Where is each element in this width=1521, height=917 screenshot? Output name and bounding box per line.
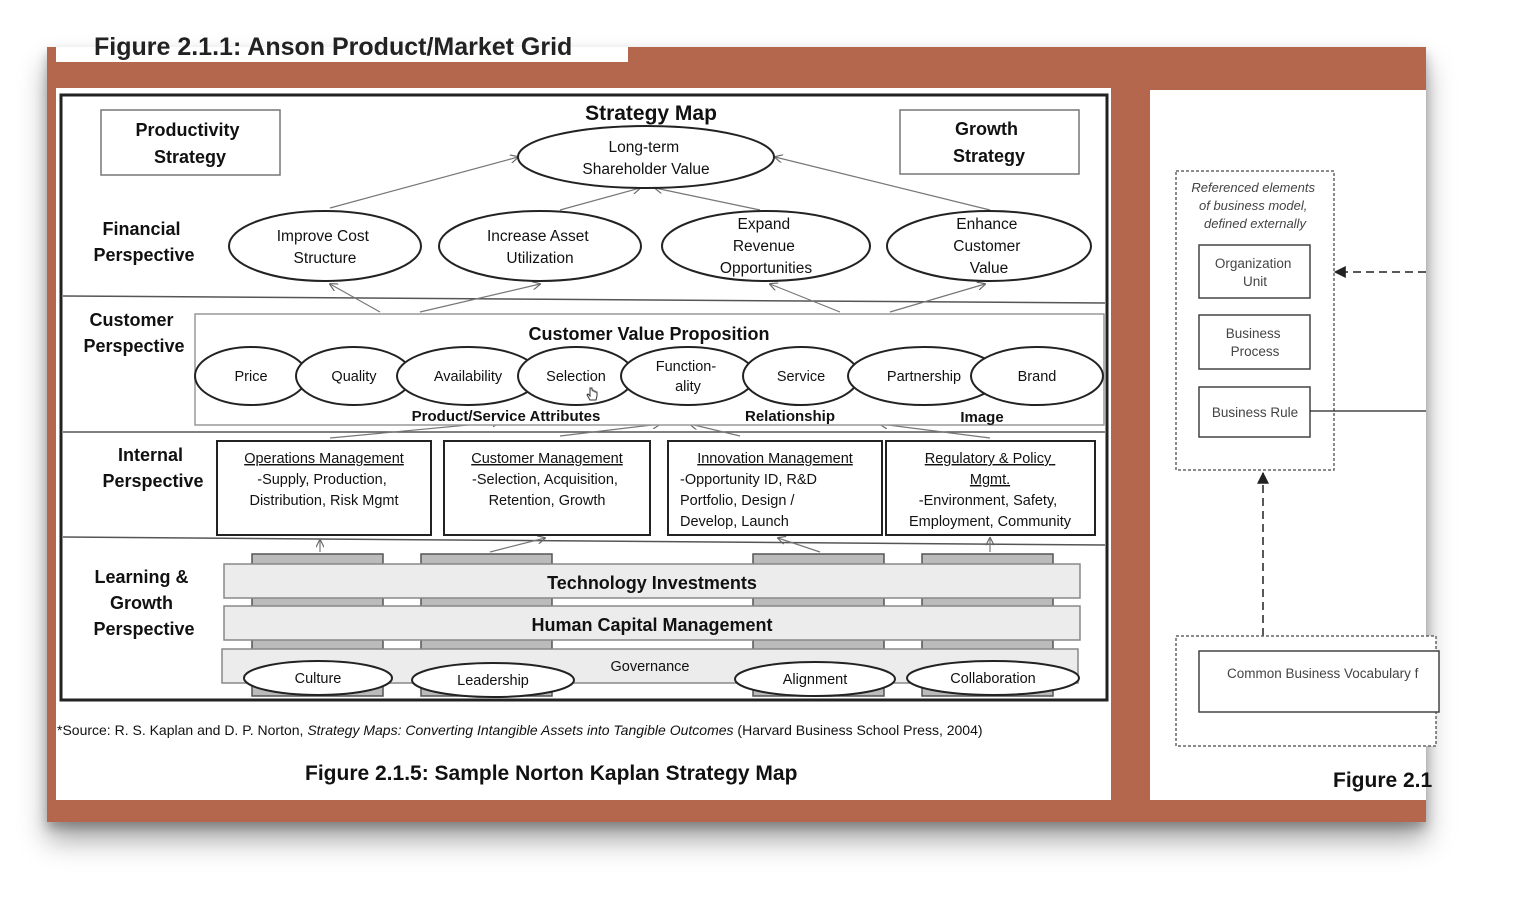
vocabulary-box (1198, 650, 1440, 713)
growth-line-1: Growth (955, 119, 1018, 139)
customer-perspective-label: Customer Perspective (83, 310, 184, 356)
organization-unit-box (1198, 244, 1311, 299)
customer-attributes: Price Quality Availability Selection Fun… (194, 346, 1104, 406)
availability-label: Availability (434, 369, 503, 385)
figure-caption: Figure 2.1.5: Sample Norton Kaplan Strat… (305, 762, 798, 785)
shareholder-value-ellipse (517, 125, 775, 189)
enhance-customer-label: Enhance Customer Value (953, 216, 1025, 277)
increase-asset-ellipse (438, 210, 642, 282)
divider-internal-learning (62, 536, 1106, 546)
collaboration-ellipse (906, 660, 1080, 696)
regulatory-policy-body: -Environment, Safety, Employment, Commun… (909, 493, 1072, 530)
service-label: Service (777, 369, 825, 385)
business-rule-box (1198, 386, 1311, 438)
connector-arrows (320, 157, 990, 553)
partnership-label: Partnership (887, 369, 961, 385)
previous-figure-title: Figure 2.1.1: Anson Product/Market Grid (94, 33, 573, 61)
right-figure-caption: Figure 2.1 (1333, 769, 1433, 792)
productivity-strategy-box (100, 109, 281, 176)
brand-ellipse (970, 346, 1104, 406)
innovation-management-body: -Opportunity ID, R&D Portfolio, Design /… (680, 472, 821, 530)
customer-management-body: -Selection, Acquisition, Retention, Grow… (472, 472, 622, 509)
internal-perspective-label: Internal Perspective (102, 445, 203, 491)
innovation-management-box (667, 440, 883, 536)
hand-cursor-icon (586, 387, 598, 401)
source-prefix: *Source: R. S. Kaplan and D. P. Norton, (57, 722, 308, 738)
human-capital-label: Human Capital Management (531, 615, 772, 635)
increase-asset-label: Increase Asset Utilization (487, 228, 593, 267)
financial-objectives: Improve Cost Structure Increase Asset Ut… (228, 210, 1092, 282)
business-model-diagram: Referenced elements of business model, d… (1175, 170, 1440, 747)
improve-cost-label: Improve Cost Structure (277, 228, 373, 267)
collaboration-label: Collaboration (950, 671, 1035, 687)
culture-ellipse (243, 660, 393, 696)
expand-revenue-ellipse (661, 210, 871, 282)
governance-label: Governance (611, 659, 690, 675)
selection-label: Selection (546, 369, 606, 385)
source-suffix: (Harvard Business School Press, 2004) (733, 722, 983, 738)
divider-financial-customer (62, 295, 1106, 304)
source-title: Strategy Maps: Converting Intangible Ass… (307, 722, 734, 738)
previous-figure-strip: Figure 2.1.1: Anson Product/Market Grid (56, 33, 628, 62)
brand-label: Brand (1018, 369, 1057, 385)
productivity-strategy-label: Productivity Strategy (135, 120, 244, 167)
alignment-ellipse (734, 661, 896, 697)
shareholder-value-label: Long-term Shareholder Value (582, 139, 709, 178)
leadership-ellipse (411, 662, 575, 698)
business-rule-label: Business Rule (1212, 405, 1298, 420)
operations-management-box (216, 440, 432, 536)
internal-processes: Operations Management -Supply, Productio… (216, 440, 1096, 536)
growth-line-2: Strategy (953, 146, 1025, 166)
learning-perspective-label: Learning & Growth Perspective (93, 567, 194, 639)
regulatory-policy-title: Regulatory & Policy Mgmt. (925, 451, 1056, 488)
vocabulary-label: Common Business Vocabulary f (1227, 666, 1419, 681)
source-note: *Source: R. S. Kaplan and D. P. Norton, … (57, 722, 983, 738)
financial-perspective-label: Financial Perspective (93, 219, 194, 265)
productivity-line-1: Productivity (135, 120, 239, 140)
customer-management-title: Customer Management (471, 451, 623, 467)
growth-strategy-label: Growth Strategy (953, 119, 1025, 166)
image-label: Image (960, 409, 1003, 426)
growth-strategy-box (899, 109, 1080, 175)
functionality-label: Function- ality (656, 359, 720, 395)
productivity-line-2: Strategy (154, 147, 226, 167)
innovation-management-title: Innovation Management (697, 451, 853, 467)
shareholder-line-2: Shareholder Value (582, 161, 709, 178)
regulatory-policy-box (885, 440, 1096, 536)
enhance-customer-ellipse (886, 210, 1092, 282)
organization-unit-label: Organization Unit (1215, 256, 1295, 289)
improve-cost-ellipse (228, 210, 422, 282)
technology-investments-bar (223, 563, 1081, 599)
operations-management-body: -Supply, Production, Distribution, Risk … (249, 472, 398, 509)
shareholder-line-1: Long-term (609, 139, 680, 156)
referenced-elements-note: Referenced elements of business model, d… (1191, 180, 1318, 231)
human-capital-bar (223, 605, 1081, 641)
culture-label: Culture (295, 671, 342, 687)
relationship-label: Relationship (745, 408, 835, 425)
strategy-map-title: Strategy Map (585, 102, 717, 125)
learning-items: Culture Leadership Alignment Collaborati… (243, 660, 1080, 698)
expand-revenue-label: Expand Revenue Opportunities (720, 216, 812, 277)
customer-management-box (443, 440, 651, 536)
quality-label: Quality (331, 369, 377, 385)
functionality-ellipse (620, 346, 756, 406)
alignment-label: Alignment (783, 672, 847, 688)
product-service-attributes-label: Product/Service Attributes (412, 408, 601, 425)
price-label: Price (234, 369, 267, 385)
operations-management-title: Operations Management (244, 451, 404, 467)
business-process-box (1198, 314, 1311, 370)
technology-investments-label: Technology Investments (547, 573, 757, 593)
business-process-label: Business Process (1226, 326, 1285, 359)
leadership-label: Leadership (457, 673, 529, 689)
customer-value-proposition-title: Customer Value Proposition (528, 324, 769, 344)
